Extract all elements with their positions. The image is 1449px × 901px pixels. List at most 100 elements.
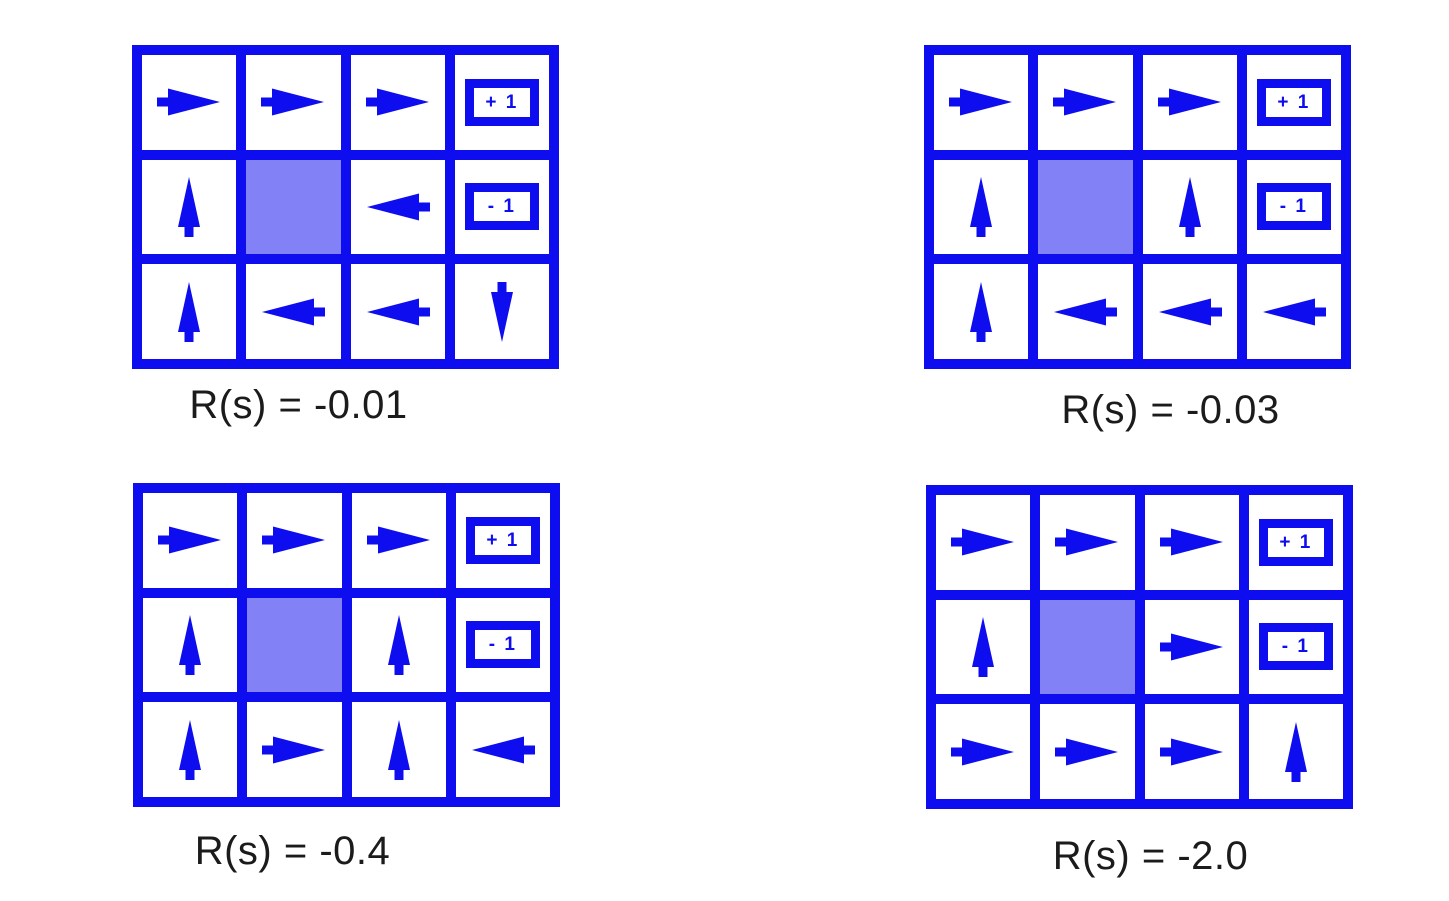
terminal-reward-label: + 1 xyxy=(486,529,520,551)
arrow-left-icon xyxy=(1262,298,1326,326)
arrow-left-icon xyxy=(366,193,430,221)
policy-cell-right xyxy=(1144,599,1239,695)
arrow-right-icon xyxy=(366,526,430,554)
terminal-reward-label: + 1 xyxy=(1279,531,1313,553)
reward-caption-4: R(s) = -2.0 xyxy=(1052,834,1249,878)
arrow-right-icon xyxy=(262,526,326,554)
terminal-minus-cell: - 1 xyxy=(1248,599,1343,695)
arrow-right-icon xyxy=(261,88,325,116)
arrow-right-icon xyxy=(949,88,1013,116)
arrow-right-icon xyxy=(365,88,429,116)
policy-cell-right xyxy=(142,55,237,150)
arrow-up-icon xyxy=(387,614,410,675)
policy-cell-down xyxy=(454,264,549,359)
terminal-reward-label: - 1 xyxy=(487,196,516,218)
arrow-up-icon xyxy=(970,281,993,342)
blocked-cell xyxy=(1040,599,1135,695)
policy-cell-right xyxy=(247,702,342,797)
arrow-left-icon xyxy=(1054,298,1118,326)
terminal-plus-cell: + 1 xyxy=(1248,495,1343,590)
policy-cell-right xyxy=(1144,704,1239,799)
policy-cell-left xyxy=(1246,264,1341,359)
arrow-right-icon xyxy=(1159,633,1223,661)
policy-cell-up xyxy=(934,264,1029,359)
terminal-reward-label: - 1 xyxy=(1279,196,1308,218)
arrow-up-icon xyxy=(1284,721,1307,782)
terminal-plus-cell: + 1 xyxy=(1246,55,1341,150)
arrow-right-icon xyxy=(1055,738,1119,766)
gridworld-board-3: + 1 - 1 xyxy=(133,483,560,807)
policy-cell-right xyxy=(1040,704,1135,799)
terminal-plus-badge: + 1 xyxy=(464,78,539,126)
policy-cell-right xyxy=(1040,495,1135,590)
blocked-cell xyxy=(247,597,342,693)
policy-cell-left xyxy=(1142,264,1237,359)
policy-cell-right xyxy=(246,55,341,150)
policy-cell-up xyxy=(142,159,237,255)
arrow-down-icon xyxy=(490,281,513,342)
terminal-plus-cell: + 1 xyxy=(454,55,549,150)
arrow-right-icon xyxy=(1053,88,1117,116)
arrow-up-icon xyxy=(1178,176,1201,237)
policy-cell-left xyxy=(455,702,550,797)
policy-cell-right xyxy=(351,493,446,588)
reward-caption-3: R(s) = -0.4 xyxy=(194,829,391,873)
arrow-left-icon xyxy=(1158,298,1222,326)
arrow-up-icon xyxy=(387,719,410,780)
terminal-minus-cell: - 1 xyxy=(454,159,549,255)
policy-cell-right xyxy=(934,55,1029,150)
reward-caption-2: R(s) = -0.03 xyxy=(1061,388,1280,432)
arrow-left-icon xyxy=(471,736,535,764)
arrow-right-icon xyxy=(951,528,1015,556)
terminal-reward-label: - 1 xyxy=(488,634,517,656)
policy-cell-right xyxy=(247,493,342,588)
terminal-minus-badge: - 1 xyxy=(1256,183,1331,231)
arrow-right-icon xyxy=(1157,88,1221,116)
terminal-minus-badge: - 1 xyxy=(464,183,539,231)
arrow-right-icon xyxy=(1159,528,1223,556)
policy-cell-right xyxy=(1038,55,1133,150)
terminal-reward-label: - 1 xyxy=(1281,636,1310,658)
gridworld-board-4: + 1 - 1 xyxy=(926,485,1353,809)
arrow-right-icon xyxy=(1055,528,1119,556)
arrow-up-icon xyxy=(178,176,201,237)
arrow-right-icon xyxy=(1159,738,1223,766)
policy-cell-up xyxy=(143,597,238,693)
terminal-minus-cell: - 1 xyxy=(1246,159,1341,255)
policy-cell-right xyxy=(1142,55,1237,150)
terminal-plus-cell: + 1 xyxy=(455,493,550,588)
policy-cell-right xyxy=(936,704,1031,799)
gridworld-board-1: + 1 - 1 xyxy=(132,45,559,369)
policy-cell-up xyxy=(936,599,1031,695)
policy-cell-up xyxy=(143,702,238,797)
terminal-reward-label: + 1 xyxy=(485,91,519,113)
policy-cell-up xyxy=(351,702,446,797)
terminal-plus-badge: + 1 xyxy=(1256,78,1331,126)
policy-cell-left xyxy=(350,159,445,255)
arrow-right-icon xyxy=(157,88,221,116)
terminal-minus-badge: - 1 xyxy=(465,621,540,669)
arrow-left-icon xyxy=(366,298,430,326)
gridworld-board-2: + 1 - 1 xyxy=(924,45,1351,369)
arrow-up-icon xyxy=(179,719,202,780)
policy-cell-right xyxy=(143,493,238,588)
policy-cell-left xyxy=(350,264,445,359)
reward-caption-1: R(s) = -0.01 xyxy=(189,383,408,427)
policy-cell-up xyxy=(351,597,446,693)
arrow-up-icon xyxy=(970,176,993,237)
arrow-up-icon xyxy=(178,281,201,342)
policy-cell-up xyxy=(934,159,1029,255)
policy-cell-up xyxy=(142,264,237,359)
blocked-cell xyxy=(246,159,341,255)
policy-cell-up xyxy=(1248,704,1343,799)
policy-cell-left xyxy=(246,264,341,359)
arrow-left-icon xyxy=(262,298,326,326)
blocked-cell xyxy=(1038,159,1133,255)
policy-cell-up xyxy=(1142,159,1237,255)
arrow-up-icon xyxy=(972,616,995,677)
terminal-reward-label: + 1 xyxy=(1277,91,1311,113)
policy-cell-left xyxy=(1038,264,1133,359)
policy-cell-right xyxy=(350,55,445,150)
terminal-plus-badge: + 1 xyxy=(1258,518,1333,566)
arrow-up-icon xyxy=(179,614,202,675)
